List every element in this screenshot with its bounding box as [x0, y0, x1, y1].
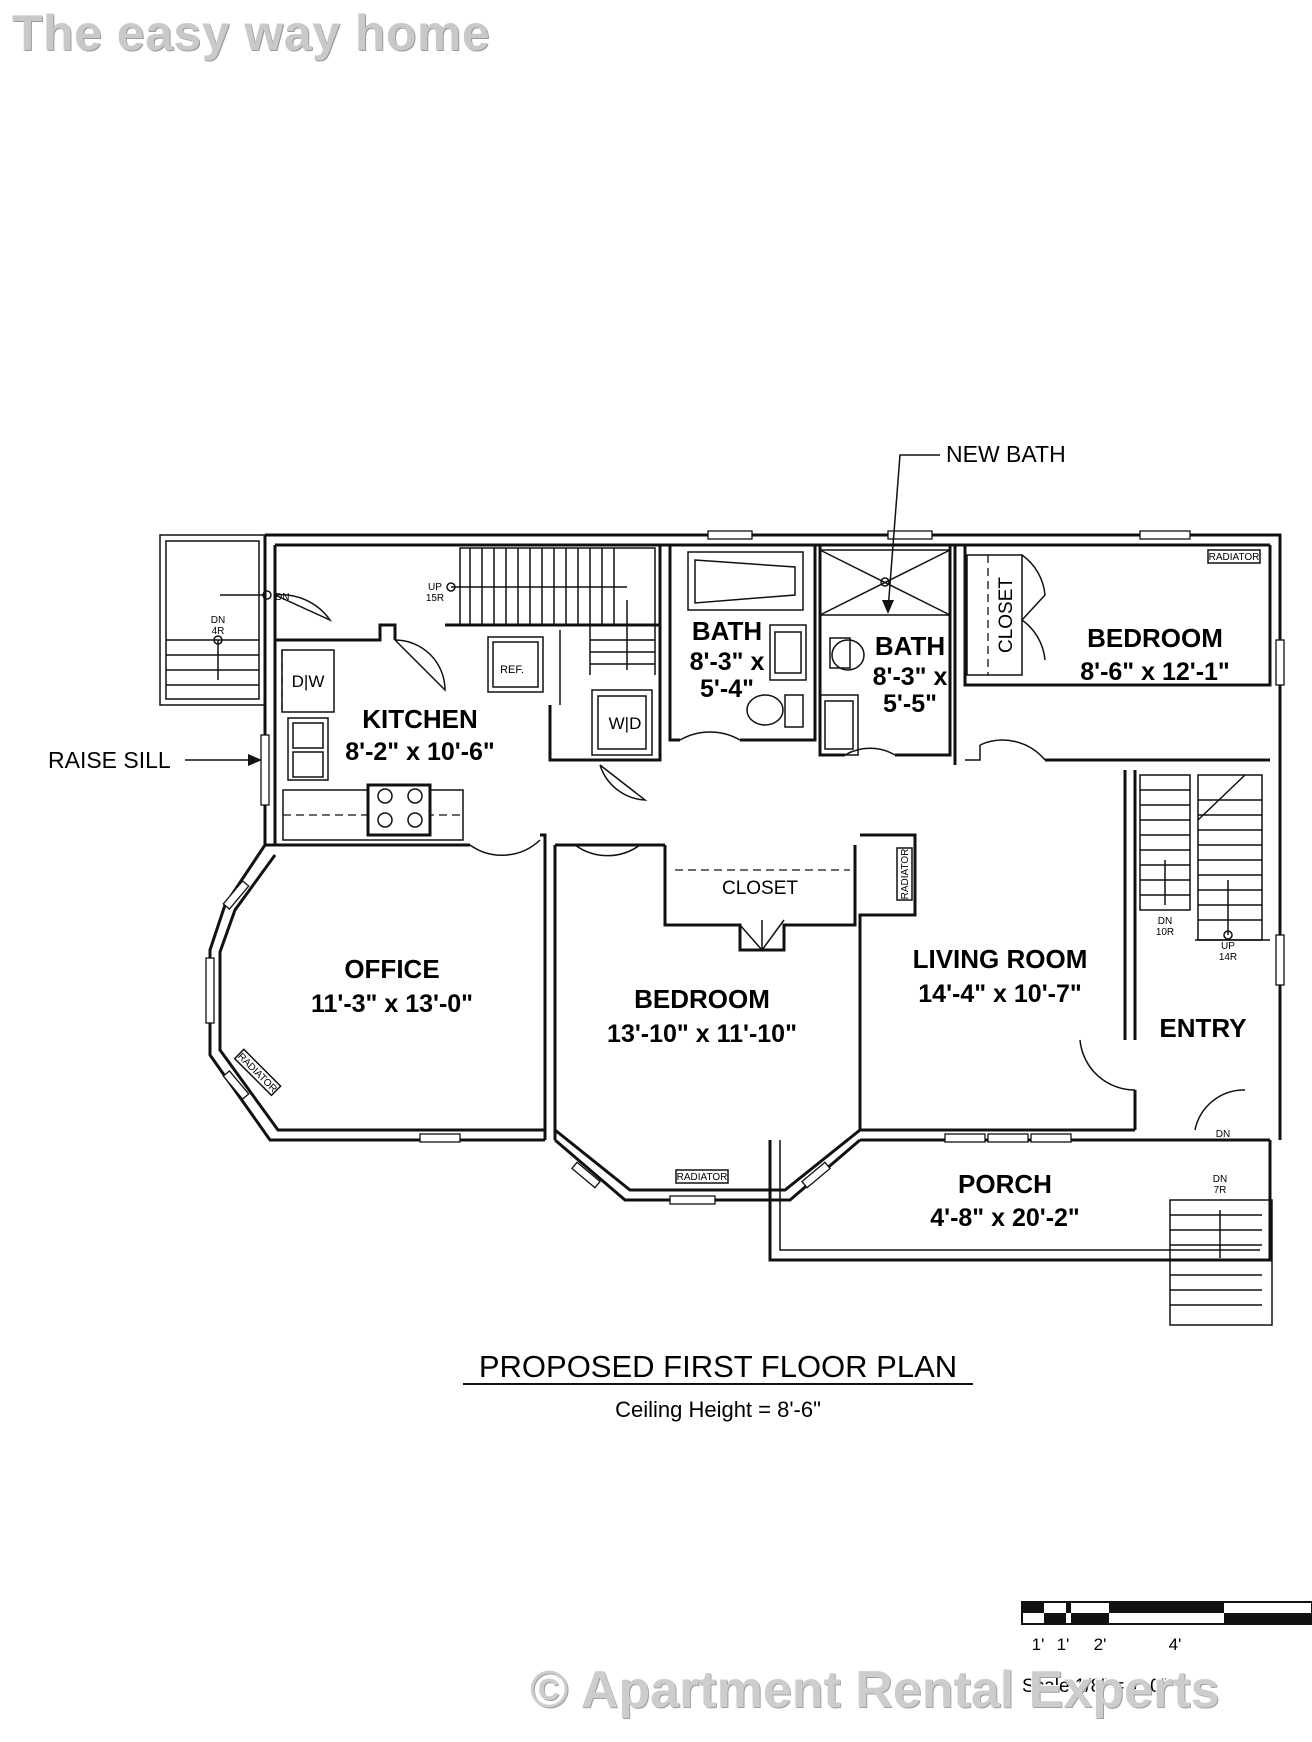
bath1-dims-b: 5'-4" [700, 675, 754, 703]
room-labels: KITCHEN 8'-2" x 10'-6" BATH 8'-3" x 5'-4… [311, 616, 1247, 1232]
bath2-dims-a: 8'-3" x [873, 663, 948, 691]
fixture-labels: D|W W|D REF. CLOSET CLOSET [292, 577, 1017, 899]
scale-tick: 1' [1032, 1635, 1045, 1654]
bedroom2-name: BEDROOM [634, 984, 770, 1014]
stair-count: 7R [1214, 1185, 1227, 1196]
stair-up: UP [1221, 941, 1235, 952]
kitchen-fixtures [281, 636, 653, 841]
raise-sill-callout: RAISE SILL [48, 747, 171, 773]
bath-fixtures [687, 549, 951, 756]
stair-count: 10R [1156, 927, 1174, 938]
doors [274, 554, 1246, 1131]
office-dims: 11'-3" x 13'-0" [311, 990, 473, 1018]
bath2-dims-b: 5'-5" [883, 690, 937, 718]
scale-tick: 2' [1094, 1635, 1107, 1654]
closet-label: CLOSET [722, 878, 798, 899]
kitchen-name: KITCHEN [362, 704, 478, 734]
bath2-name: BATH [875, 631, 945, 661]
porch-dims: 4'-8" x 20'-2" [930, 1204, 1080, 1232]
entry-name: ENTRY [1159, 1013, 1246, 1043]
radiator-label: RADIATOR [677, 1172, 728, 1183]
stair-count: 4R [212, 626, 225, 637]
closets [663, 554, 1023, 952]
scale-tick: 1' [1057, 1635, 1070, 1654]
refrigerator-label: REF. [500, 664, 524, 676]
plan-subtitle: Ceiling Height = 8'-6" [615, 1397, 821, 1422]
kitchen-dims: 8'-2" x 10'-6" [345, 738, 495, 766]
porch-name: PORCH [958, 1169, 1052, 1199]
windows [205, 530, 1285, 1205]
stair-up: UP [428, 582, 442, 593]
radiator-label: RADIATOR [1209, 552, 1260, 563]
watermark-top: The easy way home [12, 5, 491, 61]
stair-dn: DN [211, 615, 225, 626]
washer-dryer-label: W|D [609, 714, 642, 733]
bedroom1-dims: 8'-6" x 12'-1" [1080, 658, 1230, 686]
stair-count: 15R [426, 593, 444, 604]
stair-dn: DN [1158, 916, 1172, 927]
stair-count: 14R [1219, 952, 1237, 963]
office-name: OFFICE [344, 954, 439, 984]
scale-label: Scale 1/8" = 1'-0" [1022, 1676, 1167, 1697]
stair-labels: DN 4R DN UP 15R DN 10R UP 14R DN DN 7R [211, 582, 1237, 1196]
plan-title: PROPOSED FIRST FLOOR PLAN [479, 1349, 957, 1384]
bath1-dims-a: 8'-3" x [690, 648, 765, 676]
scale-tick: 4' [1169, 1635, 1182, 1654]
watermark-bottom: © Apartment Rental Experts [530, 1661, 1220, 1719]
stair-dn: DN [1213, 1174, 1227, 1185]
stair-dn: DN [1216, 1129, 1230, 1140]
closet-label: CLOSET [996, 577, 1017, 653]
living-room-dims: 14'-4" x 10'-7" [918, 980, 1081, 1008]
bedroom1-name: BEDROOM [1087, 623, 1223, 653]
radiator-label: RADIATOR [900, 849, 911, 900]
stairs [213, 547, 1273, 1326]
scale-bar: 1' 1' 2' 4' Scale 1/8" = 1'-0" [1021, 1601, 1312, 1697]
dishwasher-label: D|W [292, 672, 325, 691]
bath1-name: BATH [692, 616, 762, 646]
bedroom2-dims: 13'-10" x 11'-10" [607, 1020, 797, 1048]
stair-dn: DN [275, 592, 289, 603]
new-bath-callout: NEW BATH [946, 441, 1066, 467]
callouts: NEW BATH RAISE SILL [48, 441, 1066, 773]
plan-title-block: PROPOSED FIRST FLOOR PLAN Ceiling Height… [463, 1349, 973, 1422]
living-room-name: LIVING ROOM [913, 944, 1088, 974]
